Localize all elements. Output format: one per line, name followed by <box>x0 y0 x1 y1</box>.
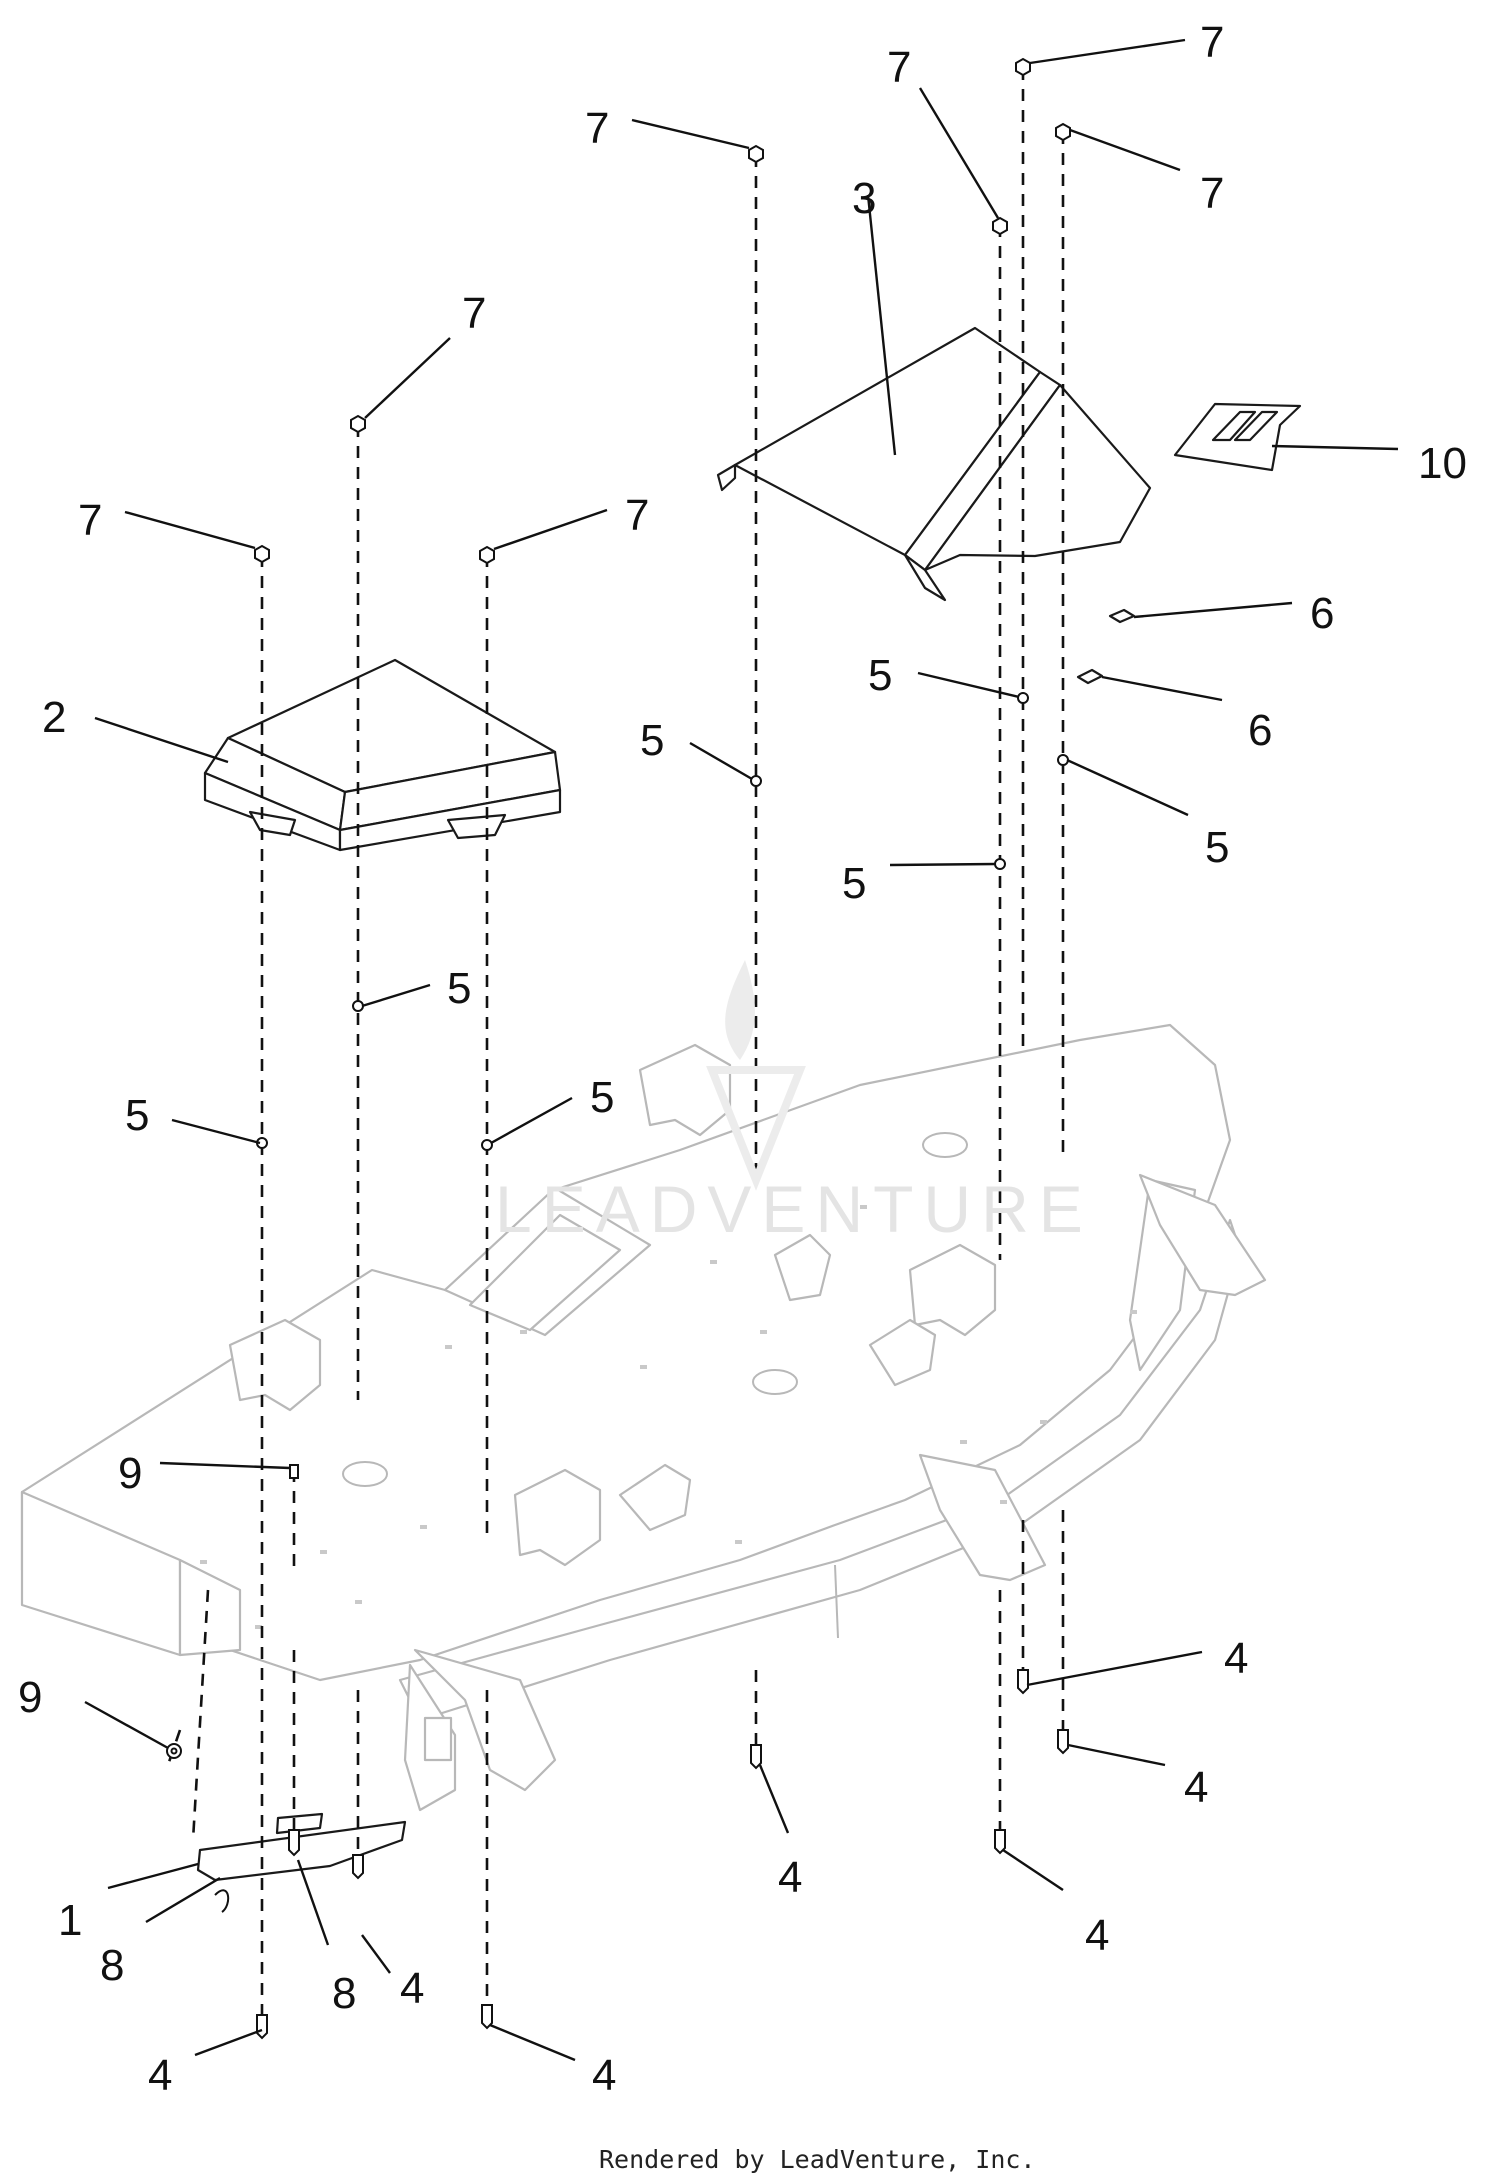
bolt-4-c <box>481 2004 493 2030</box>
callout-part-3: 3 <box>852 174 876 223</box>
callout-part-5: 5 <box>125 1091 149 1140</box>
callout-part-6: 6 <box>1310 589 1334 638</box>
bolt-4-g <box>1057 1729 1069 1755</box>
bolt-4-d <box>750 1744 762 1770</box>
washer-5-e <box>994 858 1006 870</box>
callout-part-5: 5 <box>640 716 664 765</box>
nut-7-a <box>254 544 270 564</box>
mower-deck <box>20 1023 1267 1812</box>
callout-part-7: 7 <box>78 496 102 545</box>
callout-part-7: 7 <box>1200 18 1224 67</box>
callout-part-4: 4 <box>592 2051 616 2100</box>
callout-part-5: 5 <box>868 651 892 700</box>
ring-9-b-center <box>170 1747 178 1755</box>
callout-part-4: 4 <box>1184 1763 1208 1812</box>
callout-part-7: 7 <box>1200 169 1224 218</box>
callout-part-4: 4 <box>148 2051 172 2100</box>
nut-7-g <box>1055 122 1071 142</box>
leader-lines <box>84 38 1399 2062</box>
bolt-4-b <box>352 1854 364 1880</box>
part-1-bracket <box>196 1812 407 1882</box>
callout-part-5: 5 <box>1205 823 1229 872</box>
callout-part-5: 5 <box>447 964 471 1013</box>
pin-8-b <box>214 1889 230 1913</box>
part-2-left-belt-cover <box>203 658 562 852</box>
nut-7-d <box>748 144 764 164</box>
nut-7-c <box>479 545 495 565</box>
callout-part-8: 8 <box>332 1969 356 2018</box>
part-6-pads <box>1076 608 1136 685</box>
callout-part-7: 7 <box>887 43 911 92</box>
footer-credit: Rendered by LeadVenture, Inc. <box>599 2145 1036 2173</box>
callout-part-9: 9 <box>18 1673 42 1722</box>
washer-5-d <box>750 775 762 787</box>
washer-5-g <box>1057 754 1069 766</box>
bolt-4-f <box>1017 1669 1029 1695</box>
callout-part-7: 7 <box>585 104 609 153</box>
nut-7-f <box>1015 57 1031 77</box>
callout-part-7: 7 <box>462 289 486 338</box>
callout-part-7: 7 <box>625 491 649 540</box>
callout-part-1: 1 <box>58 1896 82 1945</box>
bolt-8-a <box>288 1829 300 1857</box>
bolt-4-e <box>994 1829 1006 1855</box>
callout-part-4: 4 <box>400 1964 424 2013</box>
washer-5-b <box>352 1000 364 1012</box>
callout-part-2: 2 <box>42 693 66 742</box>
callout-part-4: 4 <box>1224 1634 1248 1683</box>
callout-part-6: 6 <box>1248 706 1272 755</box>
nut-7-e <box>992 216 1008 236</box>
fasteners <box>166 57 1071 2040</box>
callout-part-10: 10 <box>1418 439 1467 488</box>
callout-part-5: 5 <box>590 1073 614 1122</box>
bolt-4-a <box>256 2014 268 2040</box>
watermark-text: LEADVENTURE <box>495 1172 1093 1246</box>
callout-labels: 1 2 3 4 4 4 4 4 4 4 5 5 5 5 5 5 5 6 6 7 … <box>18 18 1467 2100</box>
washer-5-f <box>1017 692 1029 704</box>
callout-part-5: 5 <box>842 859 866 908</box>
assembly-lines <box>166 68 1065 2015</box>
washer-5-c <box>481 1139 493 1151</box>
nut-7-b <box>350 414 366 434</box>
callout-part-8: 8 <box>100 1941 124 1990</box>
callout-part-4: 4 <box>778 1853 802 1902</box>
deck-holes <box>200 1205 1137 1629</box>
watermark-logo: LEADVENTURE <box>495 960 1093 1246</box>
callout-part-4: 4 <box>1085 1911 1109 1960</box>
clip-9-a <box>289 1464 299 1479</box>
callout-part-9: 9 <box>118 1449 142 1498</box>
part-10-decal <box>1173 402 1302 472</box>
part-3-right-belt-cover <box>716 326 1152 602</box>
